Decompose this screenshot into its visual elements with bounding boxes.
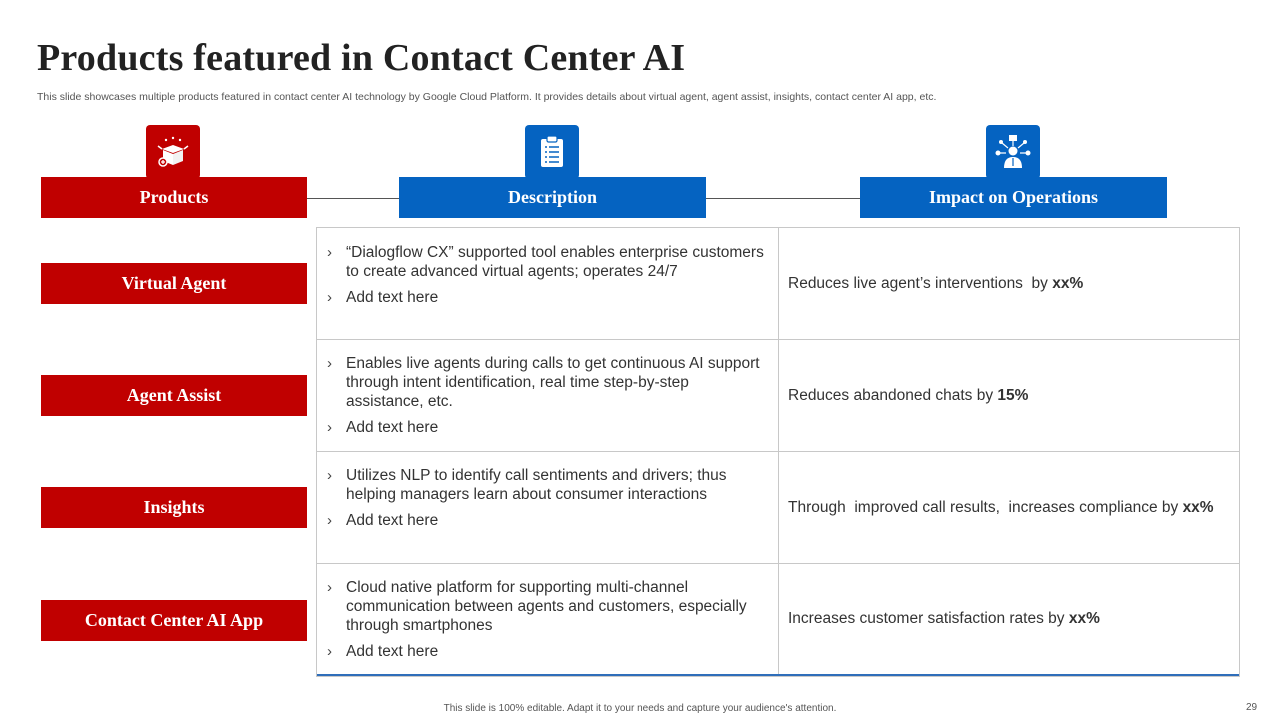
impact-cell: Reduces live agent’s interventions by xx… [779,228,1239,339]
impact-value: xx% [1182,498,1214,516]
bullet-text: “Dialogflow CX” supported tool enables e… [346,244,764,280]
bullet-text: Add text here [346,419,439,436]
header-description: Description [399,177,706,218]
header-products: Products [41,177,307,218]
header-connector-line [307,198,399,199]
product-label-insights: Insights [41,487,307,528]
clipboard-list-icon [525,125,579,179]
impact-value: xx% [1052,274,1084,292]
page-title: Products featured in Contact Center AI [37,37,686,79]
description-cell: › “Dialogflow CX” supported tool enables… [317,228,779,339]
header-connector-line [706,198,860,199]
impact-cell: Increases customer satisfaction rates by… [779,564,1239,674]
bullet-text: Add text here [346,512,439,529]
bullet-text: Enables live agents during calls to get … [346,355,760,410]
bullet-item: › “Dialogflow CX” supported tool enables… [327,243,766,281]
bullet-text: Utilizes NLP to identify call sentiments… [346,467,727,503]
chevron-right-icon: › [327,512,332,529]
impact-text: Reduces abandoned chats by [788,386,998,404]
page-number: 29 [1246,702,1258,713]
impact-text: Increases customer satisfaction rates by [788,610,1069,627]
bullet-item: › Cloud native platform for supporting m… [327,578,766,635]
description-cell: › Enables live agents during calls to ge… [317,340,779,451]
impact-value: xx% [1068,610,1100,627]
table-row: › Enables live agents during calls to ge… [317,340,1239,452]
product-label-agent-assist: Agent Assist [41,375,307,416]
chevron-right-icon: › [327,355,332,372]
network-person-icon [986,125,1040,179]
impact-text: Reduces live agent’s interventions by [788,274,1053,292]
table-row: › Cloud native platform for supporting m… [317,564,1239,676]
footer-note: This slide is 100% editable. Adapt it to… [443,703,837,714]
bullet-text: Add text here [346,289,439,306]
product-label-contact-center-ai-app: Contact Center AI App [41,600,307,641]
chevron-right-icon: › [327,579,332,596]
table-row: › “Dialogflow CX” supported tool enables… [317,228,1239,340]
chevron-right-icon: › [327,643,332,660]
description-cell: › Utilizes NLP to identify call sentimen… [317,452,779,563]
bullet-item: › Utilizes NLP to identify call sentimen… [327,466,766,504]
impact-cell: Through improved call results, increases… [779,452,1239,563]
table-row: › Utilizes NLP to identify call sentimen… [317,452,1239,564]
bullet-item: › Enables live agents during calls to ge… [327,354,766,411]
impact-value: 15% [997,386,1029,404]
gift-box-icon [146,125,200,179]
bullet-text: Add text here [346,643,439,660]
header-impact: Impact on Operations [860,177,1167,218]
bullet-item: › Add text here [327,288,766,307]
chevron-right-icon: › [327,244,332,261]
page-subtitle: This slide showcases multiple products f… [37,91,937,103]
impact-text: Through improved call results, increases… [788,498,1183,516]
chevron-right-icon: › [327,289,332,306]
chevron-right-icon: › [327,419,332,436]
bullet-text: Cloud native platform for supporting mul… [346,579,747,634]
impact-cell: Reduces abandoned chats by 15% [779,340,1239,451]
products-table: › “Dialogflow CX” supported tool enables… [316,227,1240,677]
bullet-item: › Add text here [327,418,766,437]
bullet-item: › Add text here [327,511,766,530]
product-label-virtual-agent: Virtual Agent [41,263,307,304]
description-cell: › Cloud native platform for supporting m… [317,564,779,674]
chevron-right-icon: › [327,467,332,484]
bullet-item: › Add text here [327,642,766,661]
